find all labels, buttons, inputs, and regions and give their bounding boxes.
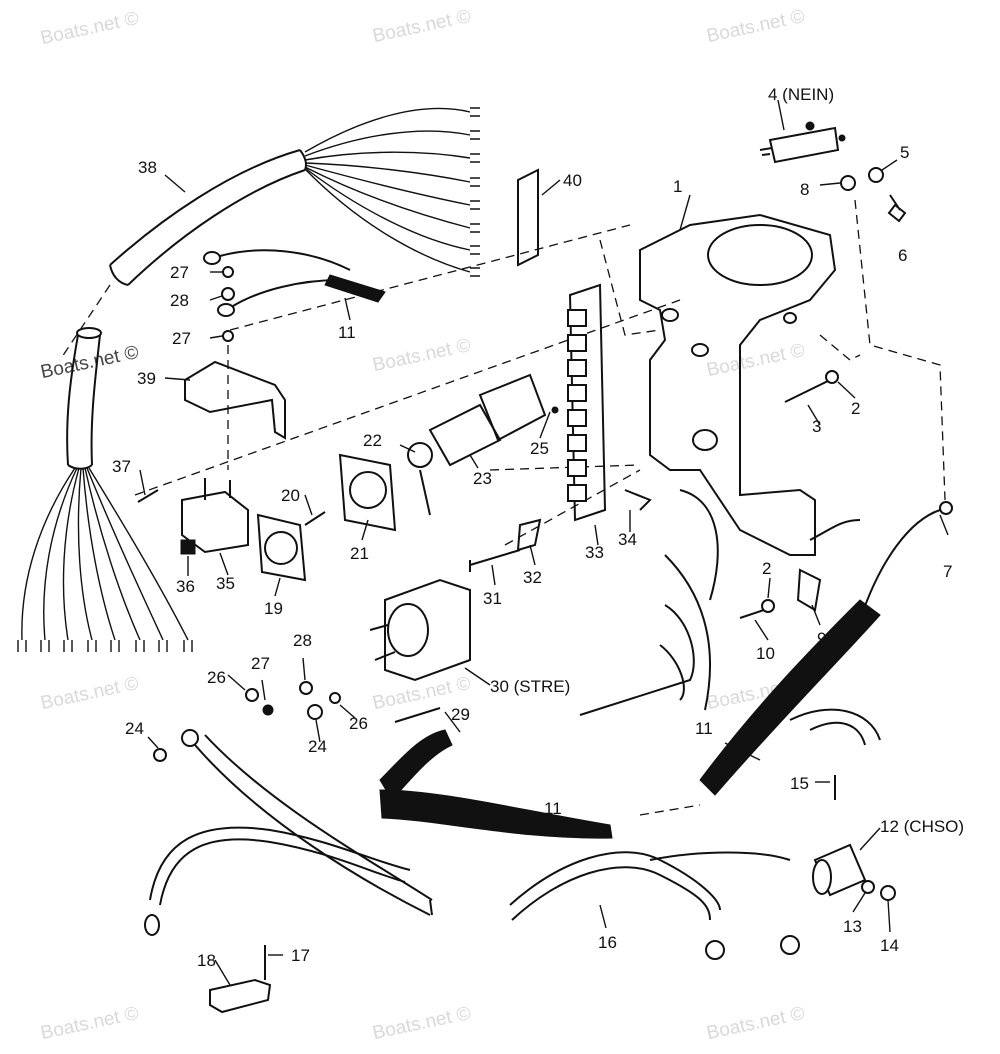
callout-3: 3 — [812, 417, 822, 436]
capacitor-12 — [812, 843, 867, 897]
callout-23: 23 — [473, 469, 492, 488]
callout-14: 14 — [880, 936, 899, 955]
bracket-39 — [184, 360, 286, 440]
callout-11: 11 — [338, 323, 356, 342]
ring-28 — [299, 681, 313, 695]
callout-26: 26 — [207, 668, 226, 687]
callout-25: 25 — [530, 439, 549, 458]
callout-2: 2 — [762, 559, 772, 578]
callout-18: 18 — [197, 951, 216, 970]
plate-19 — [256, 513, 307, 582]
callout-17: 17 — [291, 946, 310, 965]
clamp-18 — [209, 978, 272, 1014]
callout-27: 27 — [170, 263, 189, 282]
washer-2-upper — [825, 370, 839, 384]
bracket-9 — [796, 568, 822, 612]
decal-40 — [517, 168, 539, 267]
nut-24 — [153, 748, 167, 762]
callout-11: 11 — [695, 719, 713, 738]
callout-4: 4 (NEIN) — [768, 85, 835, 104]
nut-24-lower — [307, 704, 323, 720]
callout-40: 40 — [563, 171, 582, 190]
switch-4 — [759, 121, 846, 164]
callout-10: 10 — [756, 644, 775, 663]
callout-28: 28 — [170, 291, 189, 310]
callout-2: 2 — [851, 399, 861, 418]
clip-32 — [516, 518, 542, 552]
screw-37 — [137, 489, 159, 503]
callout-21: 21 — [350, 544, 369, 563]
callout-29: 29 — [451, 705, 470, 724]
nut-14 — [880, 885, 896, 901]
clip-36 — [180, 539, 196, 555]
callout-8: 8 — [800, 180, 810, 199]
washer-26-lower — [329, 692, 341, 704]
callout-39: 39 — [137, 369, 156, 388]
callout-13: 13 — [843, 917, 862, 936]
callout-36: 36 — [176, 577, 195, 596]
screw-6 — [887, 194, 907, 223]
washer-2 — [761, 599, 775, 613]
callout-7: 7 — [943, 562, 953, 581]
washer-8 — [840, 175, 856, 191]
callout-38: 38 — [138, 158, 157, 177]
callout-27: 27 — [251, 654, 270, 673]
ring-terminal-7 — [939, 501, 953, 515]
leader-lines — [139, 99, 949, 986]
callout-19: 19 — [264, 599, 283, 618]
callout-33: 33 — [585, 543, 604, 562]
clip-34 — [624, 489, 652, 511]
terminal-block-33 — [567, 283, 607, 522]
callout-15: 15 — [790, 774, 809, 793]
screw-20 — [304, 511, 326, 526]
diode-35 — [181, 478, 249, 554]
plate-21 — [338, 453, 397, 532]
callout-22: 22 — [363, 431, 382, 450]
assembly-guide-lines — [59, 199, 946, 816]
right-cables — [579, 489, 941, 796]
jumper-wires — [203, 249, 386, 342]
callout-31: 31 — [483, 589, 502, 608]
nut-27 — [262, 704, 274, 716]
bolt-31 — [469, 549, 521, 572]
callout-16: 16 — [598, 933, 617, 952]
callout-5: 5 — [900, 143, 910, 162]
callout-26: 26 — [349, 714, 368, 733]
callout-6: 6 — [898, 246, 908, 265]
washer-13 — [861, 880, 875, 894]
bolt-3 — [784, 379, 831, 403]
callout-37: 37 — [112, 457, 131, 476]
main-bracket-1 — [639, 213, 837, 556]
callout-1: 1 — [673, 177, 683, 196]
callout-24: 24 — [308, 737, 327, 756]
callout-28: 28 — [293, 631, 312, 650]
callout-24: 24 — [125, 719, 144, 738]
callout-11: 11 — [544, 799, 562, 818]
callout-34: 34 — [618, 530, 637, 549]
callout-20: 20 — [281, 486, 300, 505]
wire-harness-38 — [109, 107, 480, 286]
wire-harness-left — [17, 327, 193, 652]
callout-9: 9 — [817, 629, 827, 648]
bottom-cables — [144, 729, 800, 960]
bolt-29 — [394, 707, 441, 723]
callout-12: 12 (CHSO) — [880, 817, 965, 836]
callout-35: 35 — [216, 574, 235, 593]
washer-5 — [868, 167, 884, 183]
solenoid-30 — [369, 578, 471, 682]
callout-27: 27 — [172, 329, 191, 348]
callout-30: 30 (STRE) — [490, 677, 571, 696]
washer-26 — [245, 688, 259, 702]
callout-32: 32 — [523, 568, 542, 587]
ignition-switch-23 — [407, 373, 559, 516]
